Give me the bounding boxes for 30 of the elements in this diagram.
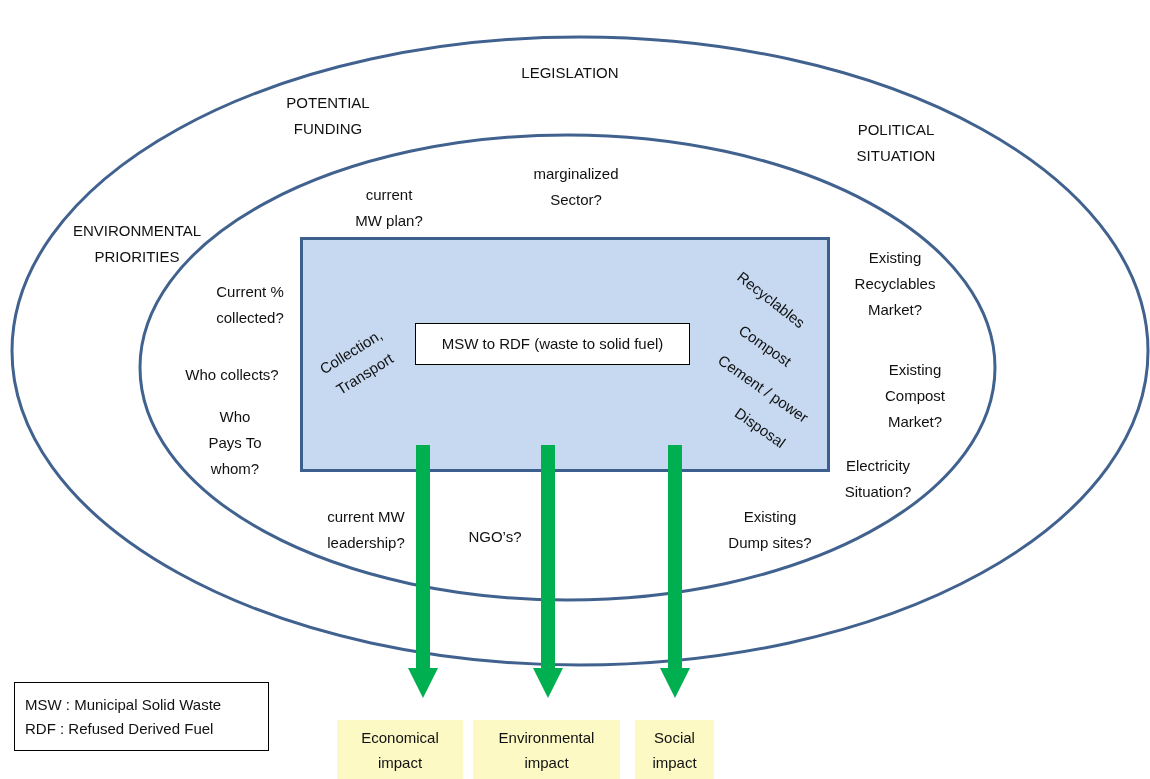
arrow xyxy=(533,445,563,698)
ring-label: Current % collected? xyxy=(215,282,285,328)
note-text: MSW : Municipal Solid Waste xyxy=(25,694,222,715)
arrow xyxy=(660,445,690,698)
ring-label: current MW leadership? xyxy=(326,507,406,553)
box-label: Economical impact xyxy=(360,727,440,773)
ring-label: ENVIRONMENTAL PRIORITIES xyxy=(71,221,203,267)
process-label-box xyxy=(415,323,690,365)
ring-label: POLITICAL SITUATION xyxy=(855,120,937,166)
box-label: Social impact xyxy=(651,727,698,773)
ring-label: Existing Dump sites? xyxy=(727,507,813,553)
ring-label: Electricity Situation? xyxy=(843,456,913,502)
ring-label: Who Pays To whom? xyxy=(207,407,263,479)
box-label: MSW to RDF (waste to solid fuel) xyxy=(441,334,664,354)
process-panel xyxy=(300,237,830,472)
ring-label: marginalized Sector? xyxy=(532,164,620,210)
note-text: RDF : Refused Derived Fuel xyxy=(25,718,214,739)
box-label: Environmental impact xyxy=(497,727,596,773)
ring-label: LEGISLATION xyxy=(520,63,620,83)
ring-label: Existing Compost Market? xyxy=(884,360,946,432)
impact-box xyxy=(337,720,463,779)
ring-label: current MW plan? xyxy=(354,185,424,231)
ring-label: POTENTIAL FUNDING xyxy=(285,93,371,139)
ring-label: Existing Recyclables Market? xyxy=(853,248,937,320)
ring-label: Who collects? xyxy=(184,365,280,385)
abbreviation-note-box xyxy=(14,682,269,751)
impact-box xyxy=(635,720,714,779)
arrow xyxy=(408,445,438,698)
impact-box xyxy=(473,720,620,779)
ring-label: NGO’s? xyxy=(467,527,523,547)
